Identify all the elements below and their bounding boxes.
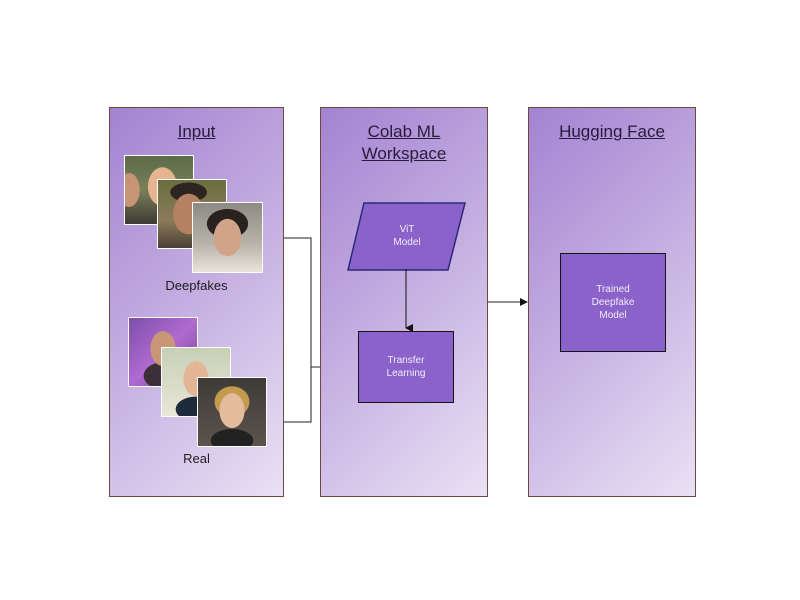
input-panel: Input Deepfakes Real (109, 107, 284, 497)
colab-panel-title: Colab ML Workspace (361, 122, 447, 163)
real-face-image-3 (197, 377, 267, 447)
vit-to-transfer-arrow (405, 269, 413, 332)
real-label: Real (183, 451, 210, 466)
colab-workspace-panel: Colab ML Workspace ViT Model Transfer Le… (320, 107, 488, 497)
hugging-face-panel: Hugging Face Trained Deepfake Model (528, 107, 696, 497)
vit-model-parallelogram (347, 202, 466, 271)
trained-deepfake-model-box: Trained Deepfake Model (560, 253, 666, 352)
hugging-face-panel-title: Hugging Face (559, 122, 665, 141)
vit-model-label: ViT Model (393, 224, 421, 248)
deepfakes-label: Deepfakes (165, 278, 228, 293)
deepfake-face-image-3 (192, 202, 263, 273)
input-panel-title: Input (177, 122, 216, 141)
transfer-learning-box: Transfer Learning (358, 331, 454, 403)
